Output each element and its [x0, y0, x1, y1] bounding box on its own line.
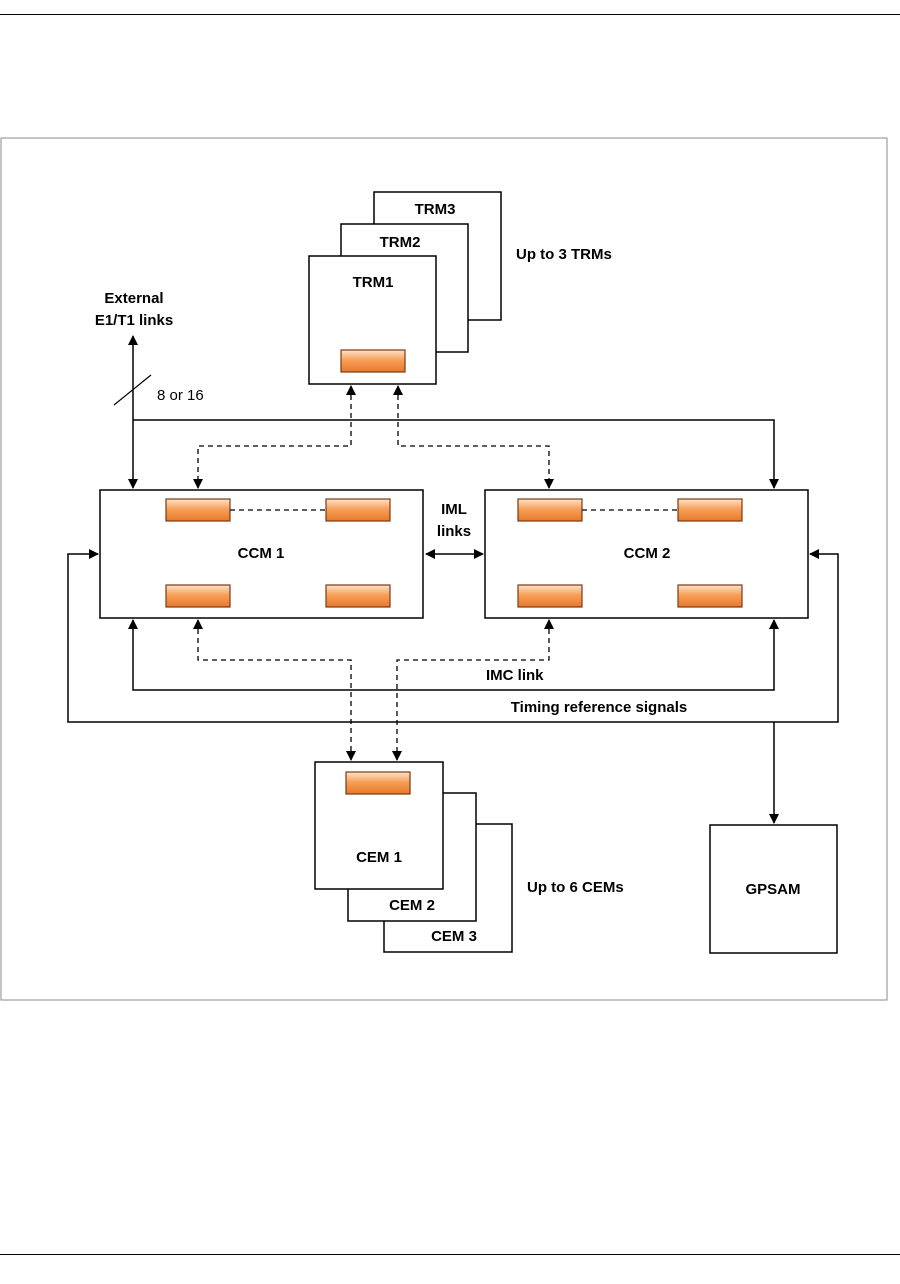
external-label-line1: External [104, 290, 163, 307]
trm3-label: TRM3 [415, 201, 456, 218]
imc-link-label: IMC link [486, 667, 544, 684]
cem-stack: CEM 1 CEM 2 CEM 3 [315, 762, 512, 952]
iml-label-line1: IML [441, 501, 467, 518]
cem1-port [346, 772, 410, 794]
imc-link [133, 620, 774, 690]
gpsam-label: GPSAM [745, 881, 800, 898]
cem3-label: CEM 3 [431, 928, 477, 945]
ccm2-port-top-right [678, 499, 742, 521]
ccm1-port-top-right [326, 499, 390, 521]
ccm1-port-bottom-right [326, 585, 390, 607]
external-label-line2: E1/T1 links [95, 312, 173, 329]
ccm2-module: CCM 2 [485, 490, 808, 618]
cem2-label: CEM 2 [389, 897, 435, 914]
ccm2-port-top-left [518, 499, 582, 521]
up-to-3-trms-label: Up to 3 TRMs [516, 246, 612, 263]
trm-stack: TRM3 TRM2 TRM1 [309, 192, 501, 384]
ccm2-port-bottom-left [518, 585, 582, 607]
ccm2-label: CCM 2 [624, 545, 671, 562]
trm2-label: TRM2 [380, 234, 421, 251]
trm1-label: TRM1 [353, 274, 394, 291]
trm-ccm2-dashed-link [398, 386, 549, 488]
ccm1-port-top-left [166, 499, 230, 521]
link-count-label: 8 or 16 [157, 387, 204, 404]
ccm1-port-bottom-left [166, 585, 230, 607]
trm-ccm1-dashed-link [198, 386, 351, 488]
cem1-label: CEM 1 [356, 849, 402, 866]
timing-reference-label: Timing reference signals [511, 699, 687, 716]
ccm1-module: CCM 1 [100, 490, 423, 618]
ccm2-port-bottom-right [678, 585, 742, 607]
up-to-6-cems-label: Up to 6 CEMs [527, 879, 624, 896]
external-bus-to-ccm2 [133, 420, 774, 488]
trm1-port [341, 350, 405, 372]
iml-label-line2: links [437, 523, 471, 540]
ccm1-label: CCM 1 [238, 545, 285, 562]
